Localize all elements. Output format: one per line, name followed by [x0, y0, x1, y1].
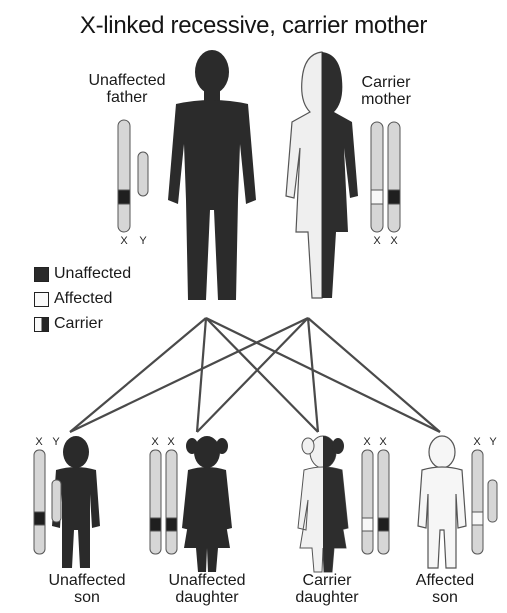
daughter3-chromosomes: X X: [362, 436, 389, 554]
line-father-daughter-2: [197, 318, 206, 432]
father-chromosomes: X Y: [118, 120, 148, 247]
son4-y-letter: Y: [489, 436, 497, 448]
line-mother-son-4: [308, 318, 440, 432]
son4-x-letter: X: [473, 436, 481, 448]
father-figure: [168, 50, 256, 300]
inheritance-lines: [70, 318, 440, 432]
mother-x1-letter: X: [373, 235, 381, 247]
carrier-daughter-figure: [298, 436, 348, 572]
daughter2-x1-letter: X: [151, 436, 159, 448]
mother-figure: [286, 52, 358, 298]
mother-chromosomes: X X: [371, 122, 400, 247]
father-x-letter: X: [120, 235, 128, 247]
line-father-son-1: [70, 318, 206, 432]
affected-son-figure: [418, 436, 466, 568]
daughter2-x2-letter: X: [167, 436, 175, 448]
son1-chromosomes: X Y: [34, 436, 61, 554]
line-mother-daughter-3: [308, 318, 318, 432]
line-father-son-4: [206, 318, 440, 432]
father-y-letter: Y: [139, 235, 147, 247]
son1-x-letter: X: [35, 436, 43, 448]
son4-chromosomes: X Y: [472, 436, 497, 554]
mother-x2-letter: X: [390, 235, 398, 247]
line-father-daughter-3: [206, 318, 318, 432]
daughter2-chromosomes: X X: [150, 436, 177, 554]
line-mother-daughter-2: [197, 318, 308, 432]
line-mother-son-1: [70, 318, 308, 432]
son1-y-letter: Y: [52, 436, 60, 448]
daughter3-x2-letter: X: [379, 436, 387, 448]
unaffected-daughter-figure: [182, 436, 232, 572]
daughter3-x1-letter: X: [363, 436, 371, 448]
